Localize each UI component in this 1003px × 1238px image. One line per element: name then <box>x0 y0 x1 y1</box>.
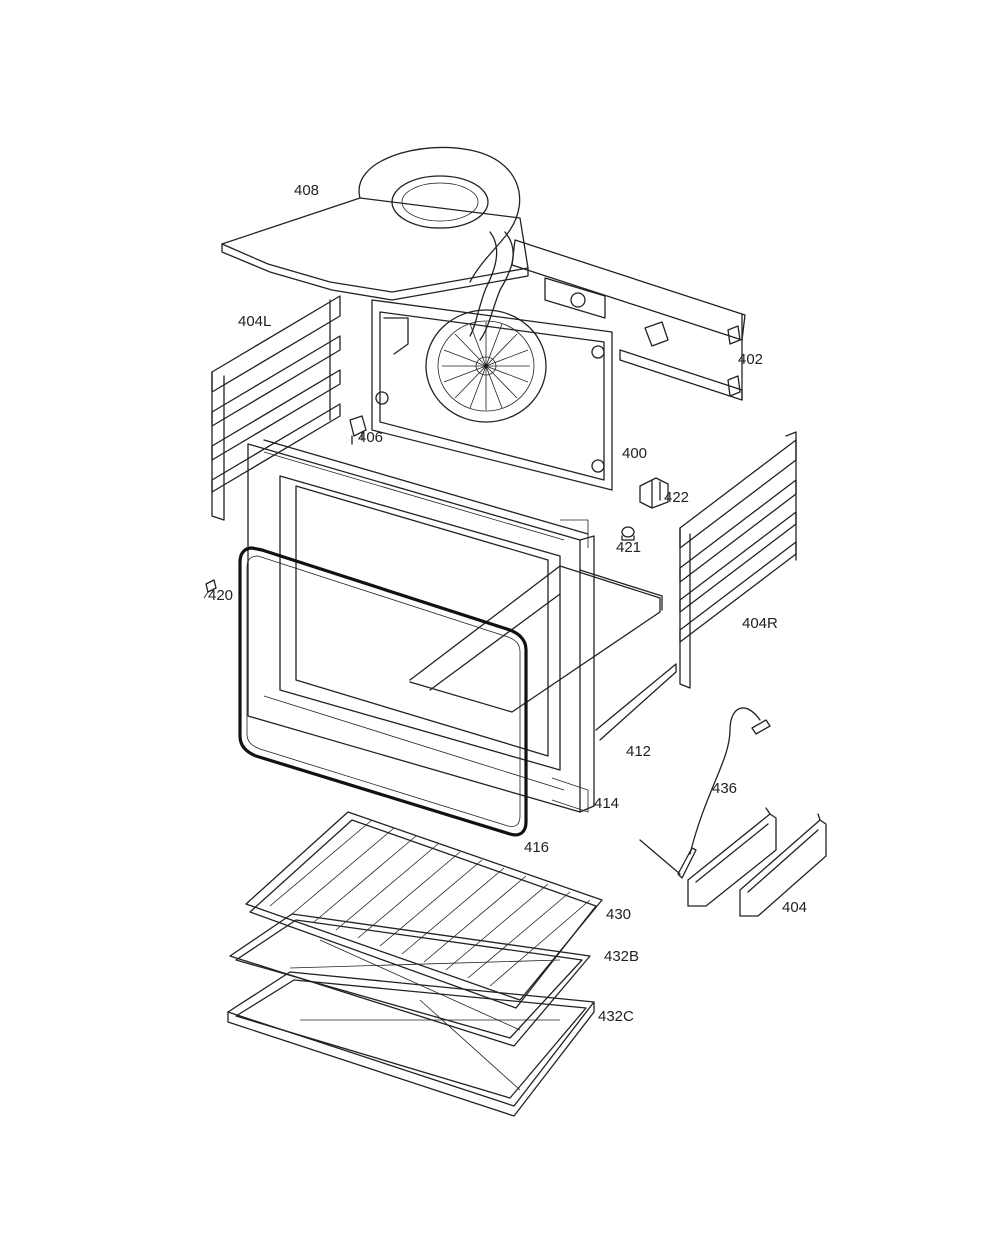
part-416-door-gasket <box>238 546 528 837</box>
callout-404R: 404R <box>742 615 778 632</box>
callout-406: 406 <box>358 429 383 446</box>
callout-400: 400 <box>622 445 647 462</box>
part-422-switch <box>639 477 669 509</box>
callout-labels: 408 404L 402 406 400 422 421 420 404R 41… <box>208 182 807 1025</box>
part-420-screw <box>203 579 217 599</box>
callout-422: 422 <box>664 489 689 506</box>
callout-421: 421 <box>616 539 641 556</box>
part-402-rear-panel <box>511 239 746 401</box>
part-421-grommet <box>621 526 635 541</box>
callout-404: 404 <box>782 899 807 916</box>
part-400-rear-wall <box>371 299 613 491</box>
part-412-oven-frame <box>247 439 677 813</box>
part-432C-broil-pan <box>227 971 595 1117</box>
callout-404L: 404L <box>238 313 271 330</box>
callout-432B: 432B <box>604 948 639 965</box>
callout-402: 402 <box>738 351 763 368</box>
part-414-front-frame <box>551 519 589 813</box>
callout-412: 412 <box>626 743 651 760</box>
callout-436: 436 <box>712 780 737 797</box>
part-430-oven-rack <box>245 811 603 1009</box>
part-404-rack-slides <box>687 807 827 917</box>
part-404R-right-rack-support <box>679 431 797 689</box>
part-404L-left-rack-support <box>211 295 341 521</box>
part-406-bracket <box>349 415 367 445</box>
callout-430: 430 <box>606 906 631 923</box>
part-436-probe <box>639 707 771 879</box>
callout-408: 408 <box>294 182 319 199</box>
callout-432C: 432C <box>598 1008 634 1025</box>
callout-416: 416 <box>524 839 549 856</box>
part-432B-broil-pan-grid <box>229 913 591 1047</box>
callout-414: 414 <box>594 795 619 812</box>
part-408-top-cover <box>221 146 529 341</box>
callout-420: 420 <box>208 587 233 604</box>
